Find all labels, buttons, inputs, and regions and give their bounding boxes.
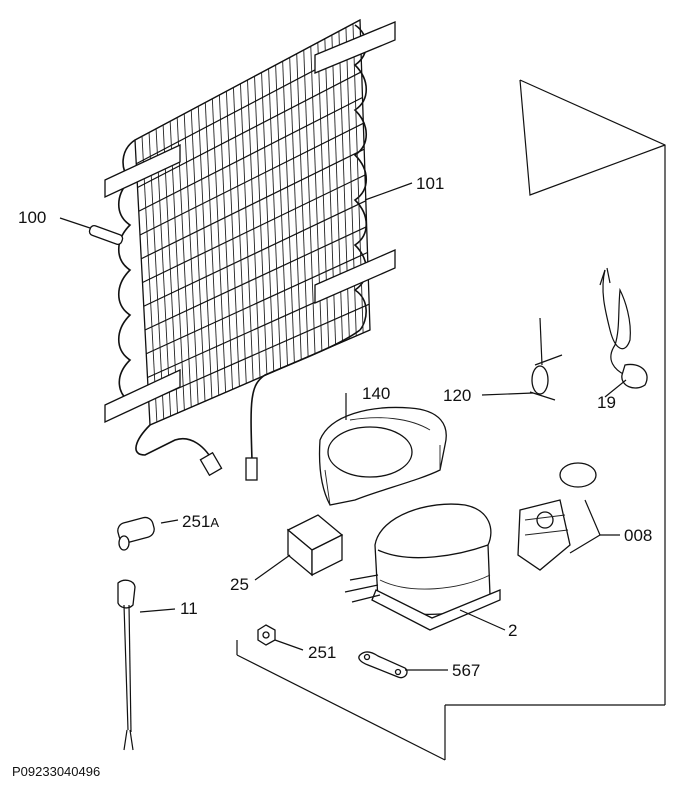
label-120[interactable]: 120	[443, 386, 471, 405]
condenser-tube	[139, 122, 364, 236]
nut-part-251[interactable]	[257, 624, 276, 646]
label-567[interactable]: 567	[452, 661, 480, 680]
wiring-part-11[interactable]	[117, 579, 136, 751]
reference-code: P09233040496	[12, 764, 100, 779]
tube-part-100[interactable]	[88, 224, 124, 246]
condenser-tube	[143, 200, 367, 307]
cabinet-outline	[236, 79, 666, 761]
part-labels: 100 101 140 120 19 251A 25 008 11 2 251 …	[18, 174, 652, 680]
label-251[interactable]: 251	[308, 643, 336, 662]
label-008[interactable]: 008	[624, 526, 652, 545]
label-25[interactable]: 25	[230, 575, 249, 594]
label-19[interactable]: 19	[597, 393, 616, 412]
condenser-tube	[140, 148, 365, 260]
label-11[interactable]: 11	[180, 599, 198, 618]
grommet-part-251A[interactable]	[116, 516, 156, 551]
condenser-part-101[interactable]	[104, 18, 396, 481]
condenser-tube	[144, 226, 367, 331]
condenser-tube	[134, 19, 361, 141]
compressor-part-2[interactable]	[344, 503, 501, 631]
condenser-tube	[138, 96, 363, 212]
start-relay-part-008[interactable]	[517, 462, 597, 571]
condenser-tube	[148, 303, 370, 402]
label-100[interactable]: 100	[18, 208, 46, 227]
condenser-tube	[137, 71, 362, 189]
leader-lines	[59, 182, 627, 671]
label-251A[interactable]: 251A	[182, 512, 219, 531]
mains-cable-part-19[interactable]	[599, 267, 648, 389]
clip-part-567[interactable]	[358, 651, 408, 679]
relay-part-25[interactable]	[286, 514, 344, 577]
drip-tray-part-140[interactable]	[318, 406, 447, 506]
condenser-tube	[142, 174, 366, 284]
sensor-part-120[interactable]	[529, 317, 563, 401]
condenser-tube	[146, 251, 368, 355]
label-2[interactable]: 2	[508, 621, 517, 640]
label-140[interactable]: 140	[362, 384, 390, 403]
label-101[interactable]: 101	[416, 174, 444, 193]
